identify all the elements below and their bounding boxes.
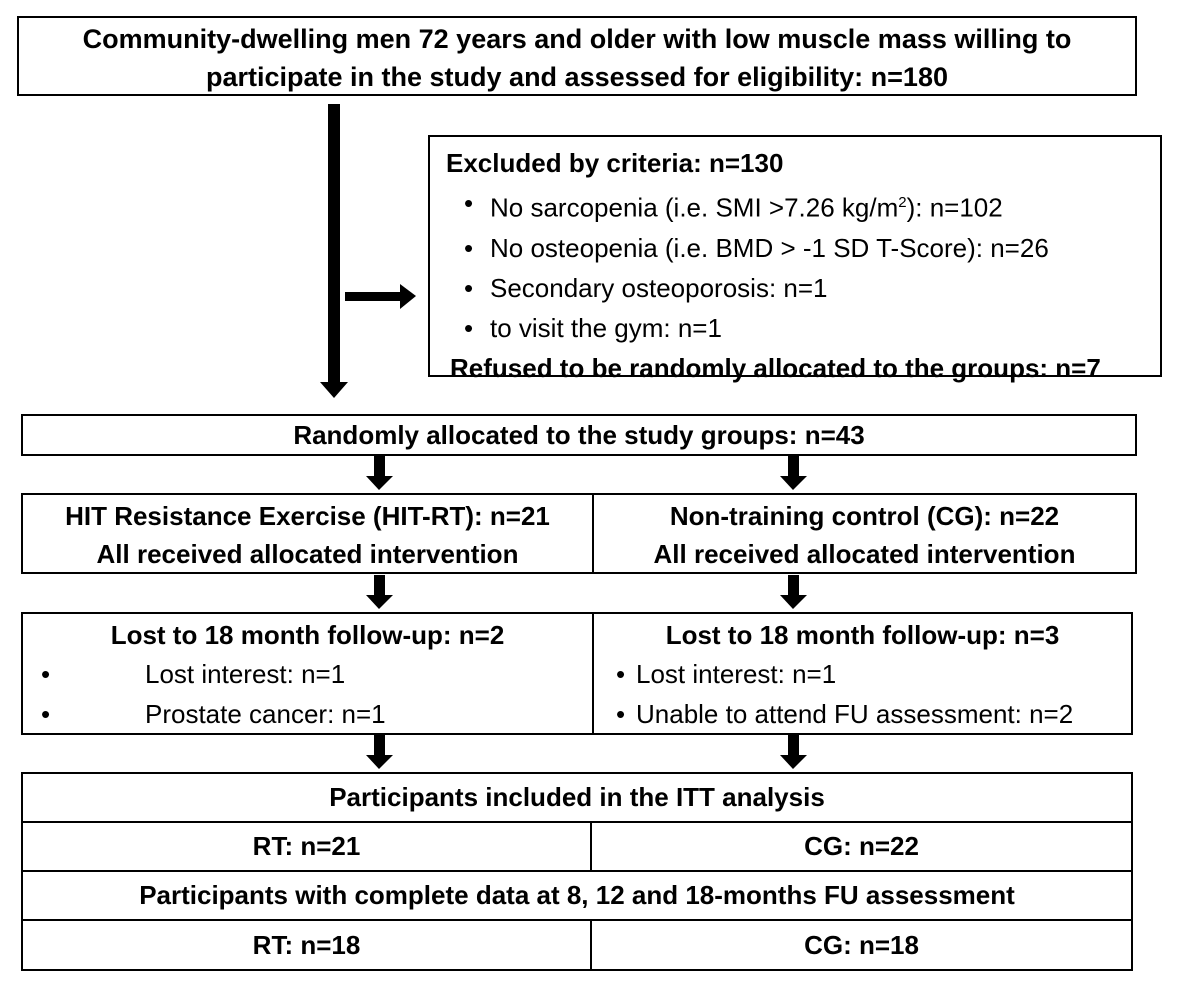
lost-rt-item-cancer: Prostate cancer: n=1: [23, 694, 592, 734]
randomized-box: Randomly allocated to the study groups: …: [21, 414, 1137, 456]
arrow-rand-right-line: [788, 456, 799, 478]
lost-rt-item-interest: Lost interest: n=1: [23, 654, 592, 694]
arrow-lost-left-head: [366, 755, 393, 769]
lost-followup-box: Lost to 18 month follow-up: n=2 Lost int…: [21, 612, 1133, 735]
exclusion-arrow-line: [345, 292, 401, 301]
itt-rt-cell: RT: n=21: [23, 823, 592, 872]
group-cg-cell: Non-training control (CG): n=22 All rece…: [594, 497, 1135, 573]
group-cg-subtitle: All received allocated intervention: [653, 539, 1076, 569]
complete-rt-cell: RT: n=18: [23, 921, 592, 969]
excluded-item-secondary-osteoporosis: Secondary osteoporosis: n=1: [446, 268, 1160, 308]
arrow-group-left-line: [374, 575, 385, 597]
groups-box: HIT Resistance Exercise (HIT-RT): n=21 A…: [21, 493, 1137, 574]
complete-cg-cell: CG: n=18: [592, 921, 1131, 969]
lost-rt-title: Lost to 18 month follow-up: n=2: [110, 620, 505, 650]
complete-title: Participants with complete data at 8, 12…: [139, 880, 1015, 910]
lost-cg-item-fu: Unable to attend FU assessment: n=2: [616, 694, 1131, 734]
exclusion-arrowhead: [400, 284, 416, 309]
eligibility-box: Community-dwelling men 72 years and olde…: [17, 16, 1137, 96]
excluded-title: Excluded by criteria: n=130: [446, 148, 784, 178]
groups-divider: [592, 495, 594, 572]
arrow-group-right-head: [780, 595, 807, 609]
excluded-item-gym: to visit the gym: n=1: [446, 308, 1160, 348]
group-rt-cell: HIT Resistance Exercise (HIT-RT): n=21 A…: [23, 497, 592, 573]
randomized-text: Randomly allocated to the study groups: …: [293, 420, 865, 450]
refused-text: Refused to be randomly allocated to the …: [450, 352, 1101, 383]
itt-title: Participants included in the ITT analysi…: [329, 782, 825, 812]
analysis-table: Participants included in the ITT analysi…: [21, 772, 1133, 971]
group-cg-title: Non-training control (CG): n=22: [669, 501, 1060, 531]
arrow-rand-right-head: [780, 476, 807, 490]
main-arrowhead: [320, 382, 348, 398]
lost-cg-item-interest: Lost interest: n=1: [616, 654, 1131, 694]
complete-title-row: Participants with complete data at 8, 12…: [23, 872, 1131, 921]
group-rt-subtitle: All received allocated intervention: [96, 539, 519, 569]
excluded-box: Excluded by criteria: n=130 No sarcopeni…: [428, 135, 1162, 383]
arrow-group-left-head: [366, 595, 393, 609]
arrow-rand-left-head: [366, 476, 393, 490]
complete-cg-value: CG: n=18: [804, 929, 919, 960]
lost-divider: [592, 614, 594, 733]
group-rt-title: HIT Resistance Exercise (HIT-RT): n=21: [65, 501, 550, 531]
excluded-item-sarcopenia: No sarcopenia (i.e. SMI >7.26 kg/m2): n=…: [446, 183, 1160, 228]
itt-cg-value: CG: n=22: [804, 831, 919, 861]
lost-rt-cell: Lost to 18 month follow-up: n=2 Lost int…: [23, 616, 592, 734]
complete-rt-value: RT: n=18: [252, 929, 361, 960]
lost-cg-title: Lost to 18 month follow-up: n=3: [665, 620, 1060, 650]
arrow-lost-right-line: [788, 735, 799, 757]
arrow-rand-left-line: [374, 456, 385, 478]
eligibility-line-2: participate in the study and assessed fo…: [206, 62, 948, 92]
superscript-2: 2: [898, 194, 907, 211]
excluded-item-osteopenia: No osteopenia (i.e. BMD > -1 SD T-Score)…: [446, 228, 1160, 268]
arrow-group-right-line: [788, 575, 799, 597]
itt-cg-cell: CG: n=22: [592, 823, 1131, 872]
arrow-lost-right-head: [780, 755, 807, 769]
eligibility-line-1: Community-dwelling men 72 years and olde…: [82, 24, 1072, 54]
arrow-lost-left-line: [374, 735, 385, 757]
itt-rt-value: RT: n=21: [252, 831, 361, 861]
lost-cg-cell: Lost to 18 month follow-up: n=3 Lost int…: [594, 616, 1131, 734]
itt-title-row: Participants included in the ITT analysi…: [23, 774, 1131, 823]
main-vertical-line: [328, 104, 340, 384]
